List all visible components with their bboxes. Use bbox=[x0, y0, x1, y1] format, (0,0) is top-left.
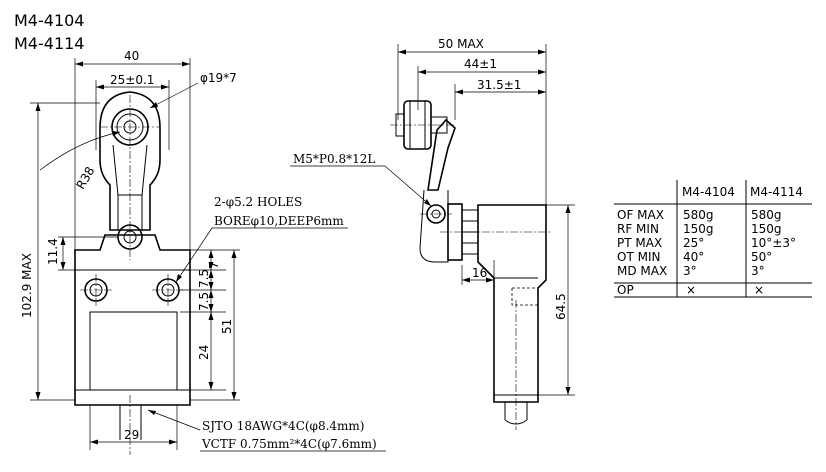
table-row-label: MD MAX bbox=[617, 264, 667, 278]
dim-roller-dia: φ19*7 bbox=[200, 71, 237, 85]
table-cell: 25° bbox=[683, 236, 704, 250]
table-cell: 150g bbox=[683, 222, 714, 236]
front-view: 40 25±0.1 φ19*7 R38 bbox=[20, 49, 386, 455]
dim-r38: R38 bbox=[74, 164, 98, 191]
table-row-label: OT MIN bbox=[617, 250, 660, 264]
table-header-2: M4-4114 bbox=[750, 185, 803, 199]
table-row-label: OP bbox=[617, 283, 634, 297]
dim-40: 40 bbox=[124, 49, 139, 63]
table-cell: 50° bbox=[751, 250, 772, 264]
dim-44: 44±1 bbox=[464, 57, 497, 71]
cable-note-2: VCTF 0.75mm²*4C(φ7.6mm) bbox=[201, 437, 377, 451]
dim-24: 24 bbox=[197, 345, 211, 360]
table-header-1: M4-4104 bbox=[682, 185, 735, 199]
table-cell: 3° bbox=[751, 264, 765, 278]
dim-7-5b: 7.5 bbox=[197, 292, 211, 311]
model-title-2: M4-4114 bbox=[14, 34, 84, 53]
dim-7: 7 bbox=[207, 261, 221, 269]
table-row-label: OF MAX bbox=[617, 208, 664, 222]
dim-50-max: 50 MAX bbox=[438, 37, 484, 51]
dim-7-5a: 7.5 bbox=[197, 269, 211, 288]
dim-25: 25±0.1 bbox=[110, 73, 154, 87]
holes-note-1: 2-φ5.2 HOLES bbox=[214, 195, 302, 209]
dim-51: 51 bbox=[220, 319, 234, 334]
dim-31-5: 31.5±1 bbox=[477, 78, 521, 92]
side-view: 50 MAX 44±1 31.5±1 M5*P0.8*12L bbox=[290, 37, 575, 430]
table-cell: 3° bbox=[683, 264, 697, 278]
screw-note: M5*P0.8*12L bbox=[293, 152, 375, 166]
table-cell: 40° bbox=[683, 250, 704, 264]
table-row-label: RF MIN bbox=[617, 222, 659, 236]
model-title-1: M4-4104 bbox=[14, 11, 84, 30]
dim-16: 16 bbox=[472, 266, 487, 280]
dim-29: 29 bbox=[124, 428, 139, 442]
dim-64-5: 64.5 bbox=[554, 293, 568, 320]
table-cell: 580g bbox=[751, 208, 782, 222]
table-cell: × bbox=[754, 283, 764, 297]
cable-note-1: SJTO 18AWG*4C(φ8.4mm) bbox=[202, 419, 364, 433]
dim-11-4: 11.4 bbox=[46, 238, 60, 265]
table-row-label: PT MAX bbox=[617, 236, 662, 250]
table-cell: × bbox=[686, 283, 696, 297]
dim-102-9: 102.9 MAX bbox=[20, 253, 34, 318]
table-cell: 150g bbox=[751, 222, 782, 236]
spec-table: M4-4104 M4-4114 OF MAX 580g 580g RF MIN … bbox=[614, 180, 812, 298]
holes-note-2: BOREφ10,DEEP6mm bbox=[214, 214, 344, 228]
table-cell: 10°±3° bbox=[751, 236, 796, 250]
table-cell: 580g bbox=[683, 208, 714, 222]
